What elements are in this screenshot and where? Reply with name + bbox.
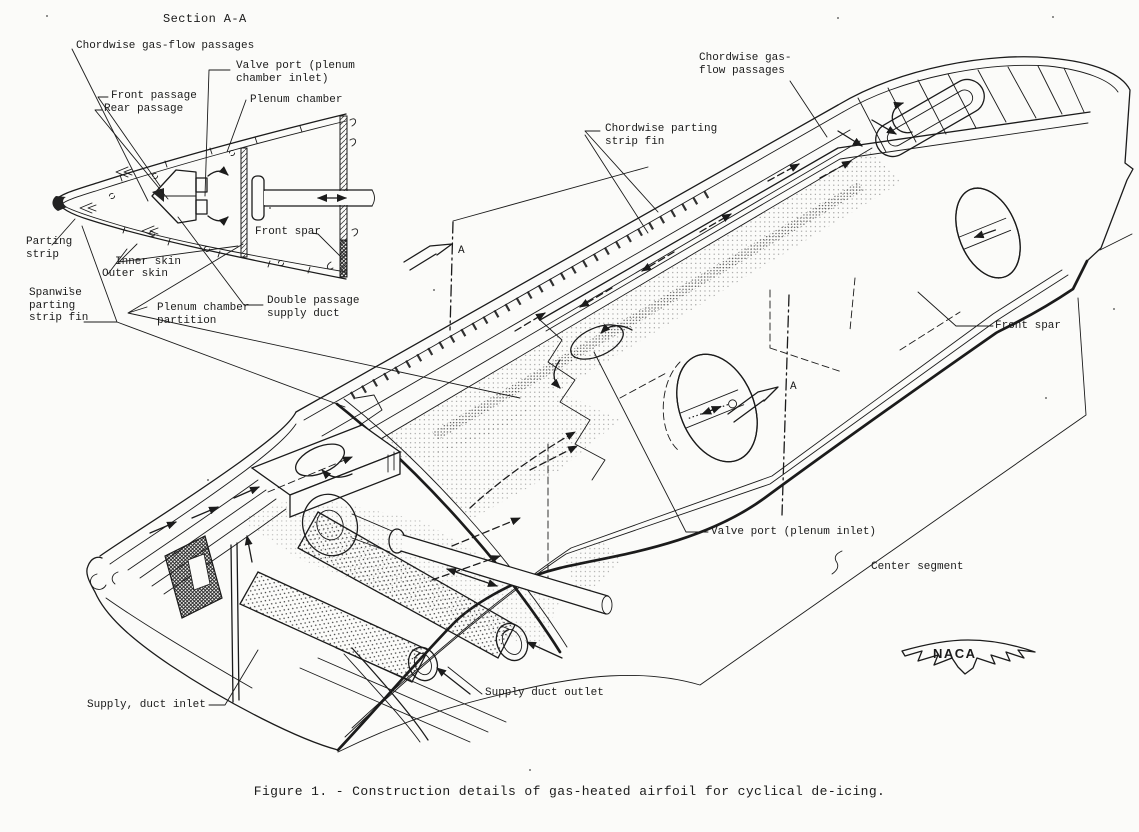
label-plenum-chamber-partition: Plenum chamber partition [157,302,250,327]
label-valve-port-section: Valve port (plenum chamber inlet) [236,60,355,85]
spar-port-1 [676,353,758,463]
label-supply-duct-outlet: Supply duct outlet [485,687,604,699]
label-rear-passage: Rear passage [104,103,184,115]
label-outer-skin: Outer skin [102,268,169,280]
label-center-segment: Center segment [871,561,964,573]
section-cut-marker-2 [727,294,790,516]
leader-lines [51,48,994,706]
main-wing-group [46,15,1134,771]
section-marker-letter-2: A [790,381,797,393]
spar-port-2 [955,187,1021,279]
label-valve-port-main: Valve port (plenum inlet) [711,526,877,538]
label-supply-duct-inlet: Supply, duct inlet [87,699,206,711]
label-parting-strip: Parting strip [26,236,73,261]
label-double-passage-supply-duct: Double passage supply duct [267,295,360,320]
label-front-spar-main: Front spar [995,320,1062,332]
label-plenum-chamber: Plenum chamber [250,94,343,106]
label-chordwise-parting-strip-fin: Chordwise parting strip fin [605,123,718,148]
label-chordwise-passages-section: Chordwise gas-flow passages [76,40,255,52]
label-front-passage: Front passage [111,90,197,102]
center-segment-sheet [337,297,1087,753]
cutaway-interior [164,323,633,743]
section-cut-marker-1 [403,166,649,331]
label-front-spar-section: Front spar [255,226,322,238]
section-aa-drawing [52,113,375,280]
section-marker-letter-1: A [458,245,465,257]
label-inner-skin: Inner skin [115,256,182,268]
section-title: Section A-A [163,12,247,26]
label-spanwise-parting-strip-fin: Spanwise parting strip fin [29,287,89,324]
figure-caption: Figure 1. - Construction details of gas-… [253,784,886,799]
naca-logo [901,639,1036,675]
naca-logo-text: NACA [933,646,977,661]
label-chordwise-passages-main: Chordwise gas- flow passages [699,52,792,77]
